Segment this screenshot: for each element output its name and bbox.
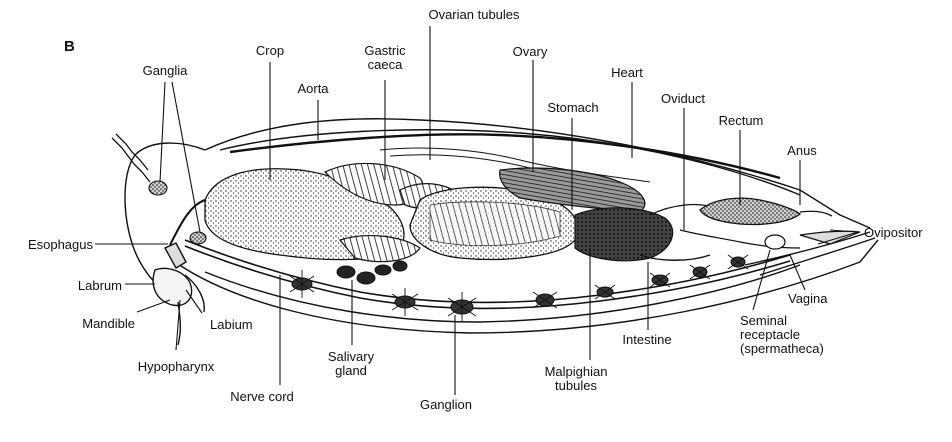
label-seminal-line1: Seminal (740, 314, 824, 328)
rectum-organ (700, 198, 800, 224)
label-vagina: Vagina (788, 292, 828, 306)
label-labium: Labium (210, 318, 253, 332)
label-seminal-line3: (spermatheca) (740, 342, 824, 356)
ventral-ganglia (292, 257, 745, 314)
label-ganglia: Ganglia (143, 64, 188, 78)
label-ovarian-tubules: Ovarian tubules (428, 8, 519, 22)
panel-letter: B (64, 38, 75, 55)
label-salivary-gland-line1: Salivary (328, 350, 374, 364)
label-labrum: Labrum (78, 279, 122, 293)
label-gastric-caeca-line1: Gastric (364, 44, 405, 58)
label-seminal-line2: receptacle (740, 328, 824, 342)
label-oviduct: Oviduct (661, 92, 705, 106)
label-hypopharynx: Hypopharynx (138, 360, 215, 374)
label-malpighian-line2: tubules (545, 379, 608, 393)
label-intestine: Intestine (622, 333, 671, 347)
salivary-gland-organ (337, 261, 407, 284)
label-malpighian-tubules: Malpighian tubules (545, 365, 608, 393)
label-gastric-caeca: Gastric caeca (364, 44, 405, 72)
label-anus: Anus (787, 144, 817, 158)
label-esophagus: Esophagus (28, 238, 93, 252)
label-mandible: Mandible (82, 317, 135, 331)
label-ovary: Ovary (513, 45, 548, 59)
stomach-stripes (430, 202, 560, 246)
label-malpighian-line1: Malpighian (545, 365, 608, 379)
label-nerve-cord: Nerve cord (230, 390, 294, 404)
label-salivary-gland: Salivary gland (328, 350, 374, 378)
label-seminal-receptacle: Seminal receptacle (spermatheca) (740, 314, 824, 356)
label-aorta: Aorta (297, 82, 328, 96)
label-crop: Crop (256, 44, 284, 58)
label-ovipositor: Ovipositor (864, 226, 923, 240)
seminal-receptacle-organ (765, 235, 785, 249)
head-ganglia (149, 181, 206, 244)
antenna (112, 134, 150, 182)
label-ganglion: Ganglion (420, 398, 472, 412)
label-heart: Heart (611, 66, 643, 80)
label-gastric-caeca-line2: caeca (364, 58, 405, 72)
label-rectum: Rectum (719, 114, 764, 128)
label-stomach: Stomach (547, 101, 598, 115)
label-salivary-gland-line2: gland (328, 364, 374, 378)
